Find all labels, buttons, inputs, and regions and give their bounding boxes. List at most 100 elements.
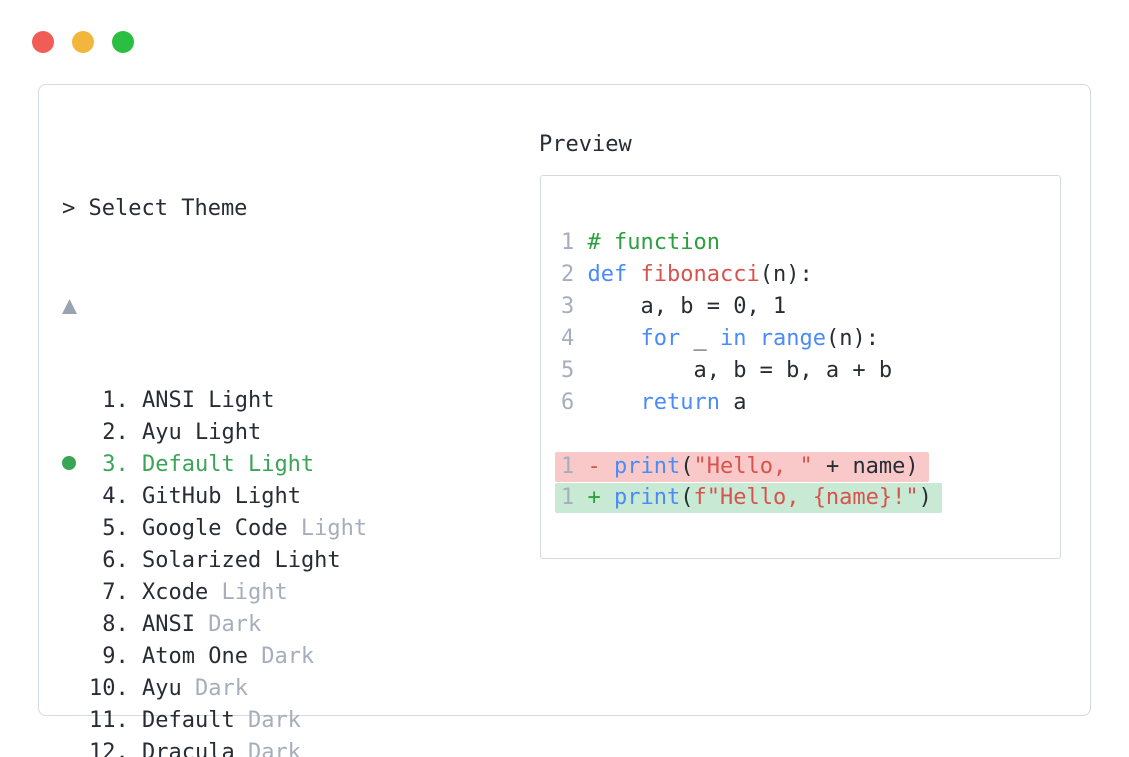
scroll-up-icon[interactable]: ▲	[62, 290, 78, 319]
theme-name: Ayu	[141, 420, 182, 445]
diff-highlight-removed: 1 - print("Hello, " + name)	[555, 452, 929, 482]
preview-label: Preview	[539, 132, 632, 157]
theme-variant: Light	[208, 580, 288, 605]
selected-bullet-icon	[62, 456, 76, 470]
theme-number: 12.	[89, 740, 142, 757]
code-token-kw: print	[614, 454, 681, 479]
line-number: 5	[561, 358, 588, 383]
theme-name: Xcode	[141, 580, 209, 605]
theme-option-ayu-dark[interactable]: 10. Ayu Dark	[62, 673, 843, 705]
line-number: 4	[561, 326, 588, 351]
theme-name: Google Code	[141, 516, 288, 541]
theme-number: 8.	[89, 612, 142, 637]
theme-selector-panel: > Select Theme ▲ 1. ANSI Light 2. Ayu Li…	[38, 84, 1091, 757]
theme-variant: Dark	[247, 644, 315, 669]
code-token-plain: (	[680, 485, 694, 510]
window-controls	[32, 31, 134, 53]
code-token-plain	[627, 262, 640, 287]
code-line: 3 a, b = 0, 1	[561, 291, 942, 323]
window-zoom-button[interactable]	[112, 31, 134, 53]
line-number: 2	[561, 262, 588, 287]
theme-option-default-light[interactable]: 3. Default Light	[62, 449, 843, 481]
line-number: 1	[561, 230, 588, 255]
theme-option-ansi-light[interactable]: 1. ANSI Light	[62, 385, 843, 417]
selected-indicator	[62, 449, 89, 481]
line-number: 1	[561, 485, 588, 510]
line-number: 3	[561, 294, 588, 319]
theme-option-google-code-light[interactable]: 5. Google Code Light	[62, 513, 843, 545]
code-token-kw: for	[640, 326, 681, 351]
code-token-plain: (	[680, 454, 694, 479]
theme-variant: Dark	[234, 708, 301, 733]
theme-option-ayu-light[interactable]: 2. Ayu Light	[62, 417, 843, 449]
code-token-str: f"Hello, {name}!"	[693, 485, 919, 510]
code-token-plain	[746, 326, 759, 351]
code-token-plain: a, b = b, a + b	[587, 358, 893, 383]
line-number: 6	[561, 390, 588, 415]
code-token-str: "Hello, "	[693, 454, 813, 479]
theme-option-ansi-dark[interactable]: 8. ANSI Dark	[62, 609, 843, 641]
code-token-plain	[588, 390, 641, 415]
diff-highlight-added: 1 + print(f"Hello, {name}!")	[555, 483, 942, 513]
window-minimize-button[interactable]	[72, 31, 94, 53]
theme-variant: Dark	[234, 740, 301, 757]
code-token-plain: a	[719, 390, 747, 415]
theme-number: 2.	[89, 420, 142, 445]
theme-number: 7.	[89, 580, 142, 605]
theme-list: 1. ANSI Light 2. Ayu Light 3. Default Li…	[62, 385, 843, 757]
line-number: 1	[561, 454, 588, 479]
theme-variant: Light	[287, 516, 368, 541]
theme-name: Default	[141, 708, 235, 733]
theme-number: 4.	[89, 484, 142, 509]
code-line: 2 def fibonacci(n):	[561, 259, 942, 291]
theme-name: Dracula	[141, 740, 235, 757]
theme-option-github-light[interactable]: 4. GitHub Light	[62, 481, 843, 513]
theme-option-atom-one-dark[interactable]: 9. Atom One Dark	[62, 641, 843, 673]
code-token-plain	[588, 326, 641, 351]
code-token-plain: (n):	[759, 262, 813, 287]
theme-number: 10.	[89, 676, 142, 701]
code-token-plain: + name)	[812, 454, 919, 479]
theme-variant: Light	[221, 484, 301, 509]
theme-variant: Light	[234, 452, 315, 477]
theme-variant: Light	[181, 420, 262, 445]
theme-option-solarized-light[interactable]: 6. Solarized Light	[62, 545, 843, 577]
code-token-kw: print	[614, 485, 681, 510]
theme-number: 3.	[89, 452, 142, 477]
theme-variant: Light	[261, 548, 341, 573]
theme-name: Atom One	[141, 644, 248, 669]
theme-option-xcode-light[interactable]: 7. Xcode Light	[62, 577, 843, 609]
theme-number: 6.	[89, 548, 142, 573]
code-line: 1 # function	[561, 227, 942, 259]
theme-number: 9.	[89, 644, 142, 669]
code-token-fn: fibonacci	[640, 262, 760, 287]
theme-number: 11.	[89, 708, 142, 733]
code-line: 5 a, b = b, a + b	[561, 355, 942, 387]
code-token-kw: range	[759, 326, 826, 351]
theme-number: 1.	[89, 388, 142, 413]
theme-variant: Light	[194, 388, 275, 413]
code-token-comment: # function	[587, 230, 720, 255]
code-token-plain: _	[680, 326, 720, 351]
theme-name: ANSI	[141, 612, 195, 637]
theme-option-dracula-dark[interactable]: 12. Dracula Dark	[62, 737, 843, 757]
code-blank-line	[561, 419, 942, 451]
code-token-plus: +	[587, 485, 614, 510]
code-token-minus: -	[587, 454, 614, 479]
select-theme-prompt: > Select Theme	[62, 196, 248, 221]
diff-line-removed: 1 - print("Hello, " + name)	[555, 452, 942, 482]
theme-name: ANSI	[141, 388, 195, 413]
theme-number: 5.	[89, 516, 142, 541]
code-token-plain: )	[918, 485, 932, 510]
theme-variant: Dark	[181, 676, 248, 701]
theme-option-default-dark[interactable]: 11. Default Dark	[62, 705, 843, 737]
code-token-plain: (n):	[825, 326, 879, 351]
theme-name: Ayu	[141, 676, 182, 701]
theme-selector: > Select Theme ▲ 1. ANSI Light 2. Ayu Li…	[62, 129, 843, 757]
theme-name: GitHub	[141, 484, 222, 509]
code-line: 6 return a	[561, 387, 942, 419]
diff-line-added: 1 + print(f"Hello, {name}!")	[555, 483, 942, 513]
window-close-button[interactable]	[32, 31, 54, 53]
